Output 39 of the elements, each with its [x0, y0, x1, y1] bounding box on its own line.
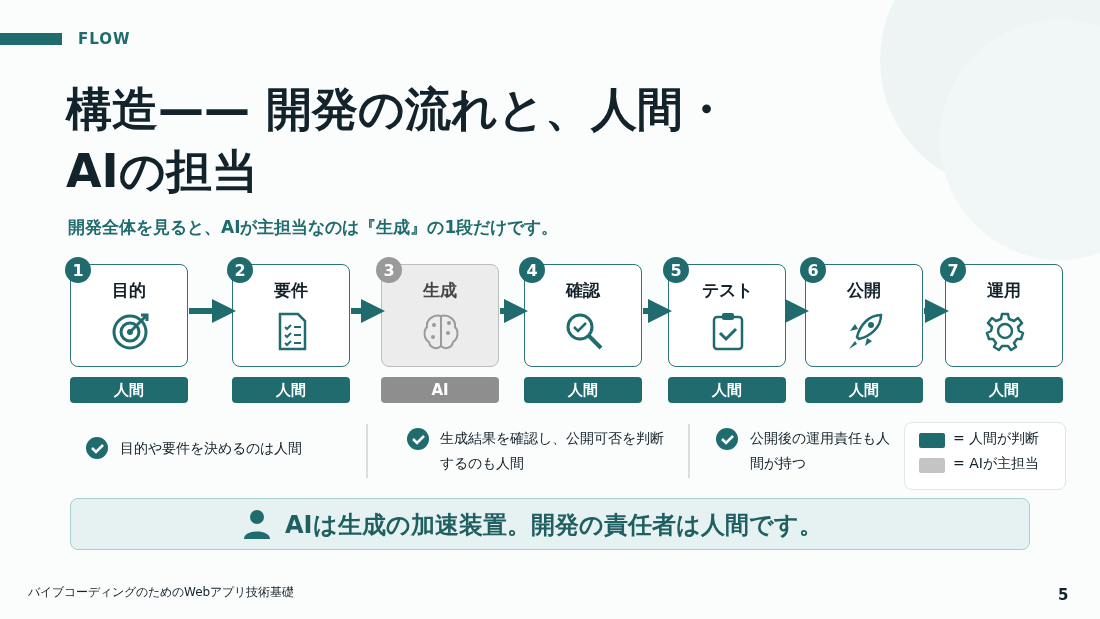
role-tag: 人間: [232, 377, 350, 403]
legend-text: = 人間が判断: [953, 430, 1040, 448]
note-text: 生成結果を確認し、公開可否を判断するのも人間: [440, 429, 665, 473]
role-tag: 人間: [70, 377, 188, 403]
arrow: [500, 299, 528, 323]
arrow: [189, 299, 236, 323]
step-title: 確認: [564, 279, 602, 302]
step-title: 生成: [422, 279, 458, 302]
page-number: 5: [1058, 586, 1069, 604]
step-number-badge: 2: [227, 257, 253, 283]
arrow: [785, 299, 809, 323]
legend-text: = AIが主担当: [953, 455, 1039, 473]
role-tag: 人間: [945, 377, 1063, 403]
step-title: テスト: [700, 279, 754, 302]
role-tag: 人間: [524, 377, 642, 403]
note-text: 目的や要件を決めるのは人間: [120, 439, 303, 458]
step-number-badge: 6: [800, 257, 826, 283]
footer-text: バイブコーディングのためのWebアプリ技術基礎: [28, 584, 295, 601]
slide-title: 構造—— 開発の流れと、人間・AIの担当: [66, 81, 730, 200]
subtitle: 開発全体を見ると、AIが主担当なのは『生成』の1段だけです。: [68, 216, 559, 239]
step-number-badge: 5: [663, 257, 689, 283]
step-number-badge: 1: [65, 257, 91, 283]
step-number-badge: 7: [940, 257, 966, 283]
role-tag: AI: [381, 377, 499, 403]
step-title: 目的: [111, 279, 147, 302]
role-tag: 人間: [668, 377, 786, 403]
message-banner: [70, 498, 1030, 550]
note-text: 公開後の運用責任も人間が持つ: [750, 429, 891, 473]
banner-text: AIは生成の加速装置。開発の責任者は人間です。: [285, 510, 823, 541]
arrow: [924, 299, 949, 323]
step-title: 運用: [986, 279, 1022, 302]
step-title: 公開: [846, 279, 882, 302]
step-number-badge: 4: [519, 257, 545, 283]
section-label: FLOW: [78, 30, 131, 48]
arrow: [351, 299, 385, 323]
arrow: [643, 299, 672, 323]
step-title: 要件: [273, 279, 309, 302]
step-number-badge: 3: [376, 257, 402, 283]
role-tag: 人間: [805, 377, 923, 403]
